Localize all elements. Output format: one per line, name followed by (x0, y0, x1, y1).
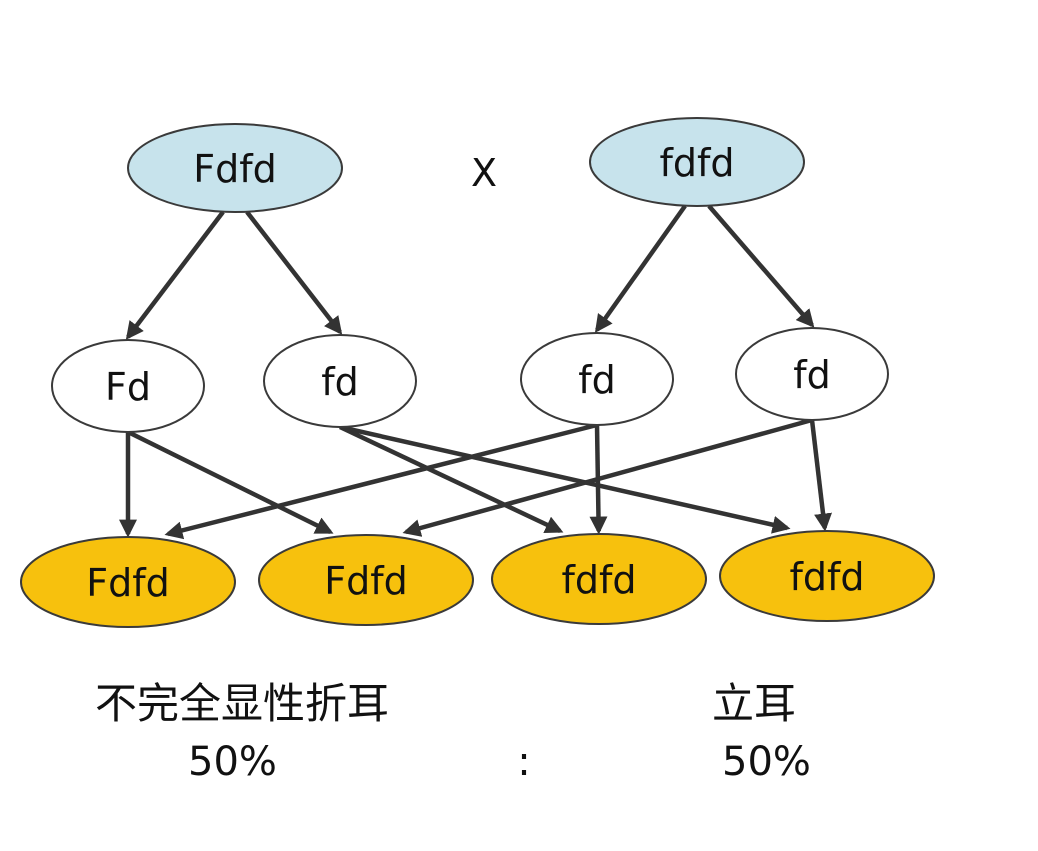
parent-node-2-shape (589, 117, 805, 207)
gamete-node-3-label: fd (578, 358, 616, 402)
parent-node-1: Fdfd (127, 123, 343, 213)
cross-symbol: X (471, 151, 497, 195)
offspring-node-1: Fdfd (20, 536, 236, 628)
offspring-node-2-shape (258, 534, 474, 626)
parent-node-2-label: fdfd (660, 141, 735, 185)
offspring-node-4-shape (719, 530, 935, 622)
gamete-node-3-shape (520, 332, 674, 426)
arrow-p1-to-g2 (245, 210, 343, 335)
ratio-separator: : (517, 739, 530, 785)
gamete-node-1: Fd (51, 339, 205, 433)
gamete-node-2-shape (263, 334, 417, 428)
offspring-node-2-label: Fdfd (324, 559, 407, 603)
phenotype-right-label: 立耳 (712, 679, 796, 728)
gamete-node-3: fd (520, 332, 674, 426)
offspring-node-3: fdfd (491, 533, 707, 625)
gamete-node-2: fd (263, 334, 417, 428)
ratio-right-value: 50% (722, 739, 811, 785)
gamete-node-4-shape (735, 327, 889, 421)
offspring-node-3-shape (491, 533, 707, 625)
arrow-g2-to-o4 (339, 424, 791, 534)
arrow-g4-to-o4 (809, 419, 832, 532)
parent-node-2: fdfd (589, 117, 805, 207)
gamete-node-1-shape (51, 339, 205, 433)
offspring-node-4-label: fdfd (790, 555, 865, 599)
parent-node-1-shape (127, 123, 343, 213)
arrow-p2-to-g4 (707, 204, 815, 328)
offspring-node-3-label: fdfd (562, 558, 637, 602)
gamete-node-2-label: fd (321, 360, 359, 404)
phenotype-left-label: 不完全显性折耳 (95, 679, 389, 728)
arrow-g1-to-o2 (127, 429, 334, 535)
gamete-node-1-label: Fd (105, 365, 151, 409)
gamete-node-4-label: fd (793, 353, 831, 397)
arrow-g3-to-o1 (164, 422, 598, 540)
arrow-g4-to-o2 (402, 417, 813, 537)
offspring-node-1-shape (20, 536, 236, 628)
arrow-p1-to-g1 (125, 210, 225, 340)
ratio-left-value: 50% (188, 739, 277, 785)
offspring-node-4: fdfd (719, 530, 935, 622)
arrows-layer (119, 204, 832, 540)
offspring-node-2: Fdfd (258, 534, 474, 626)
arrow-g2-to-o3 (339, 424, 564, 534)
gamete-node-4: fd (735, 327, 889, 421)
arrow-p2-to-g3 (594, 204, 687, 333)
offspring-node-1-label: Fdfd (86, 561, 169, 605)
parent-node-1-label: Fdfd (193, 147, 276, 191)
